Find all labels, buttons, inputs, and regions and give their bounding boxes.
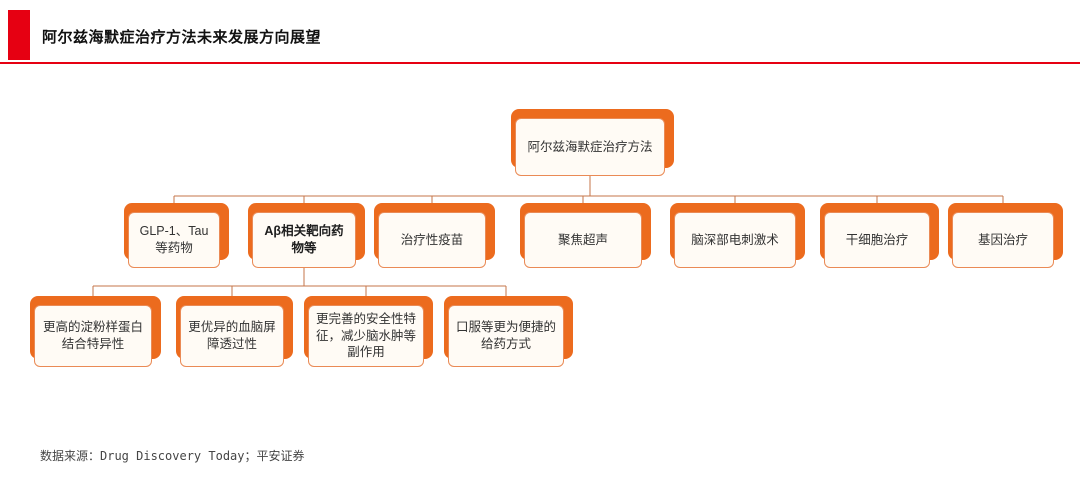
- node-stem-cell-therapy: 干细胞治疗: [820, 203, 939, 268]
- node-oral-convenient-delivery: 口服等更为便捷的给药方式: [444, 296, 573, 367]
- node-root-label: 阿尔兹海默症治疗方法: [515, 118, 665, 176]
- node-label: 脑深部电刺激术: [674, 212, 796, 268]
- node-label: 干细胞治疗: [824, 212, 930, 268]
- node-label: 更完善的安全性特征，减少脑水肿等副作用: [308, 305, 424, 367]
- node-therapeutic-vaccine: 治疗性疫苗: [374, 203, 495, 268]
- red-accent-block: [8, 10, 30, 60]
- node-abeta-targeted-drugs: Aβ相关靶向药物等: [248, 203, 365, 268]
- data-source-note: 数据来源：Drug Discovery Today；平安证券: [40, 449, 305, 463]
- node-better-bbb-permeability: 更优异的血脑屏障透过性: [176, 296, 293, 367]
- node-label: 更优异的血脑屏障透过性: [180, 305, 284, 367]
- node-label: 基因治疗: [952, 212, 1054, 268]
- node-root: 阿尔兹海默症治疗方法: [511, 109, 674, 176]
- node-focused-ultrasound: 聚焦超声: [520, 203, 651, 268]
- node-label: GLP-1、Tau等药物: [128, 212, 220, 268]
- page-title: 阿尔兹海默症治疗方法未来发展方向展望: [42, 29, 322, 46]
- node-gene-therapy: 基因治疗: [948, 203, 1063, 268]
- node-glp1-tau-drugs: GLP-1、Tau等药物: [124, 203, 229, 268]
- node-label: 治疗性疫苗: [378, 212, 486, 268]
- node-better-safety-profile: 更完善的安全性特征，减少脑水肿等副作用: [304, 296, 433, 367]
- node-deep-brain-stimulation: 脑深部电刺激术: [670, 203, 805, 268]
- node-label: Aβ相关靶向药物等: [252, 212, 356, 268]
- header-divider: [0, 62, 1080, 64]
- node-label: 更高的淀粉样蛋白结合特异性: [34, 305, 152, 367]
- node-label: 聚焦超声: [524, 212, 642, 268]
- node-higher-amyloid-binding-specificity: 更高的淀粉样蛋白结合特异性: [30, 296, 161, 367]
- node-label: 口服等更为便捷的给药方式: [448, 305, 564, 367]
